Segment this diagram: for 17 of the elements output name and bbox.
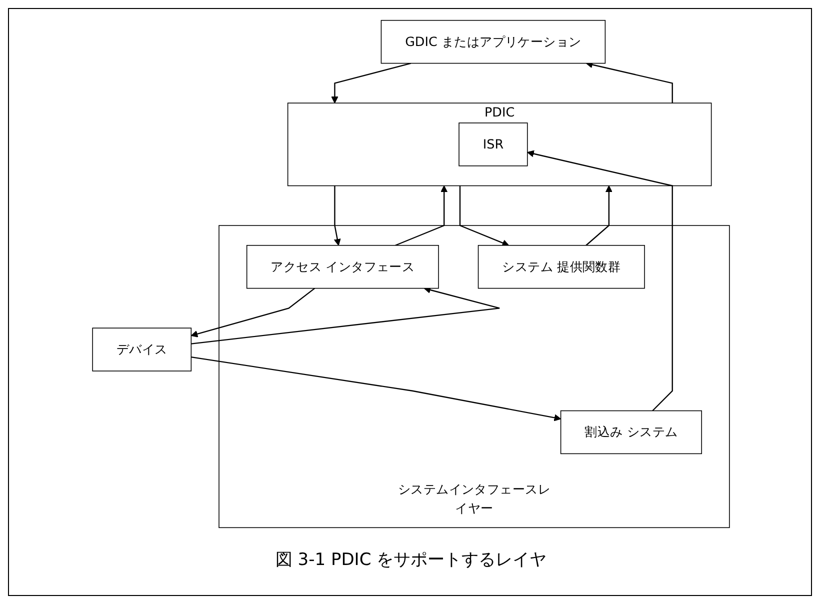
node-box: ISR — [458, 122, 528, 166]
arrow — [334, 186, 341, 246]
arrow — [331, 62, 412, 104]
arrow — [459, 186, 510, 246]
figure-caption: 図 3-1 PDIC をサポートするレイヤ — [275, 550, 547, 570]
arrow — [191, 286, 500, 344]
node-box: 割込み システム — [560, 410, 702, 454]
node-box: デバイス — [92, 328, 192, 372]
arrow — [527, 150, 673, 412]
arrow — [586, 61, 673, 104]
arrow — [190, 288, 316, 338]
arrow — [191, 356, 562, 422]
node-box: システム 提供関数群 — [478, 244, 645, 289]
arrow — [395, 185, 448, 246]
node-box: GDIC またはアプリケーション — [380, 20, 606, 64]
node-box: アクセス インタフェース — [246, 244, 439, 289]
arrow — [586, 185, 612, 246]
